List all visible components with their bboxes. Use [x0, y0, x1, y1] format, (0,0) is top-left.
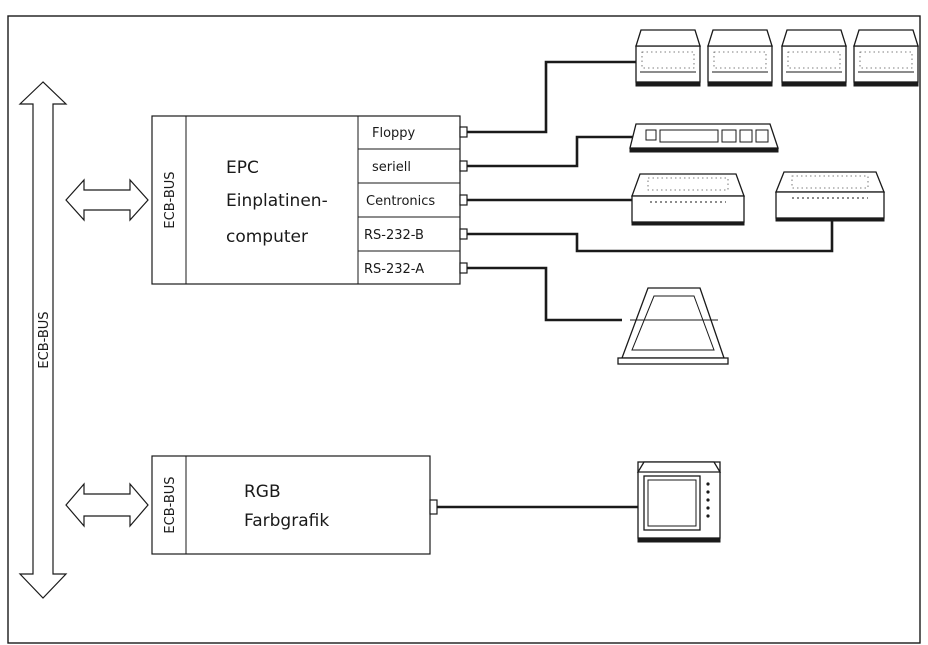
bus-label: ECB-BUS [37, 311, 52, 368]
rgb-title-line-1: RGB [244, 482, 281, 502]
bus-double-arrow [18, 81, 68, 599]
port-rs232a-label: RS-232-A [364, 262, 424, 277]
wire-floppy [467, 60, 636, 134]
rgb-board: ECB-BUS RGB Farbgrafik [151, 455, 438, 555]
terminal-icon [617, 287, 729, 365]
wire-seriell [467, 135, 634, 168]
port-floppy-label: Floppy [372, 126, 416, 141]
port-rs232b-label: RS-232-B [364, 228, 424, 243]
wire-rs232b [467, 220, 834, 253]
printer-2-icon [775, 171, 885, 222]
rgb-output-connector [429, 499, 438, 515]
rgb-link-arrow [65, 482, 149, 528]
rgb-bus-label: ECB-BUS [163, 476, 178, 533]
epc-board-outline [151, 115, 461, 285]
port-rs232a-connector [459, 262, 468, 274]
ecb-bus-main: ECB-BUS [18, 81, 68, 599]
floppy-drives-icon [635, 29, 919, 87]
port-seriell-label: seriell [372, 160, 411, 175]
wire-rs232a [467, 266, 622, 322]
rgb-title-line-2: Farbgrafik [244, 511, 329, 531]
color-monitor-icon [636, 461, 722, 543]
epc-title-line-3: computer [226, 227, 308, 247]
port-rs232b-connector [459, 228, 468, 240]
keyboard-icon [629, 123, 779, 153]
frame-border [7, 15, 921, 644]
port-floppy-connector [459, 126, 468, 138]
epc-board: ECB-BUS EPC Einplatinen- computer Floppy… [151, 115, 468, 285]
port-seriell-connector [459, 160, 468, 172]
printer-icon [631, 173, 745, 226]
epc-title-line-1: EPC [226, 158, 259, 178]
port-centronics-label: Centronics [366, 194, 435, 209]
epc-bus-label: ECB-BUS [163, 171, 178, 228]
rgb-board-outline [151, 455, 431, 555]
epc-title-line-2: Einplatinen- [226, 191, 328, 211]
epc-link-arrow [65, 178, 149, 222]
port-centronics-connector [459, 194, 468, 206]
